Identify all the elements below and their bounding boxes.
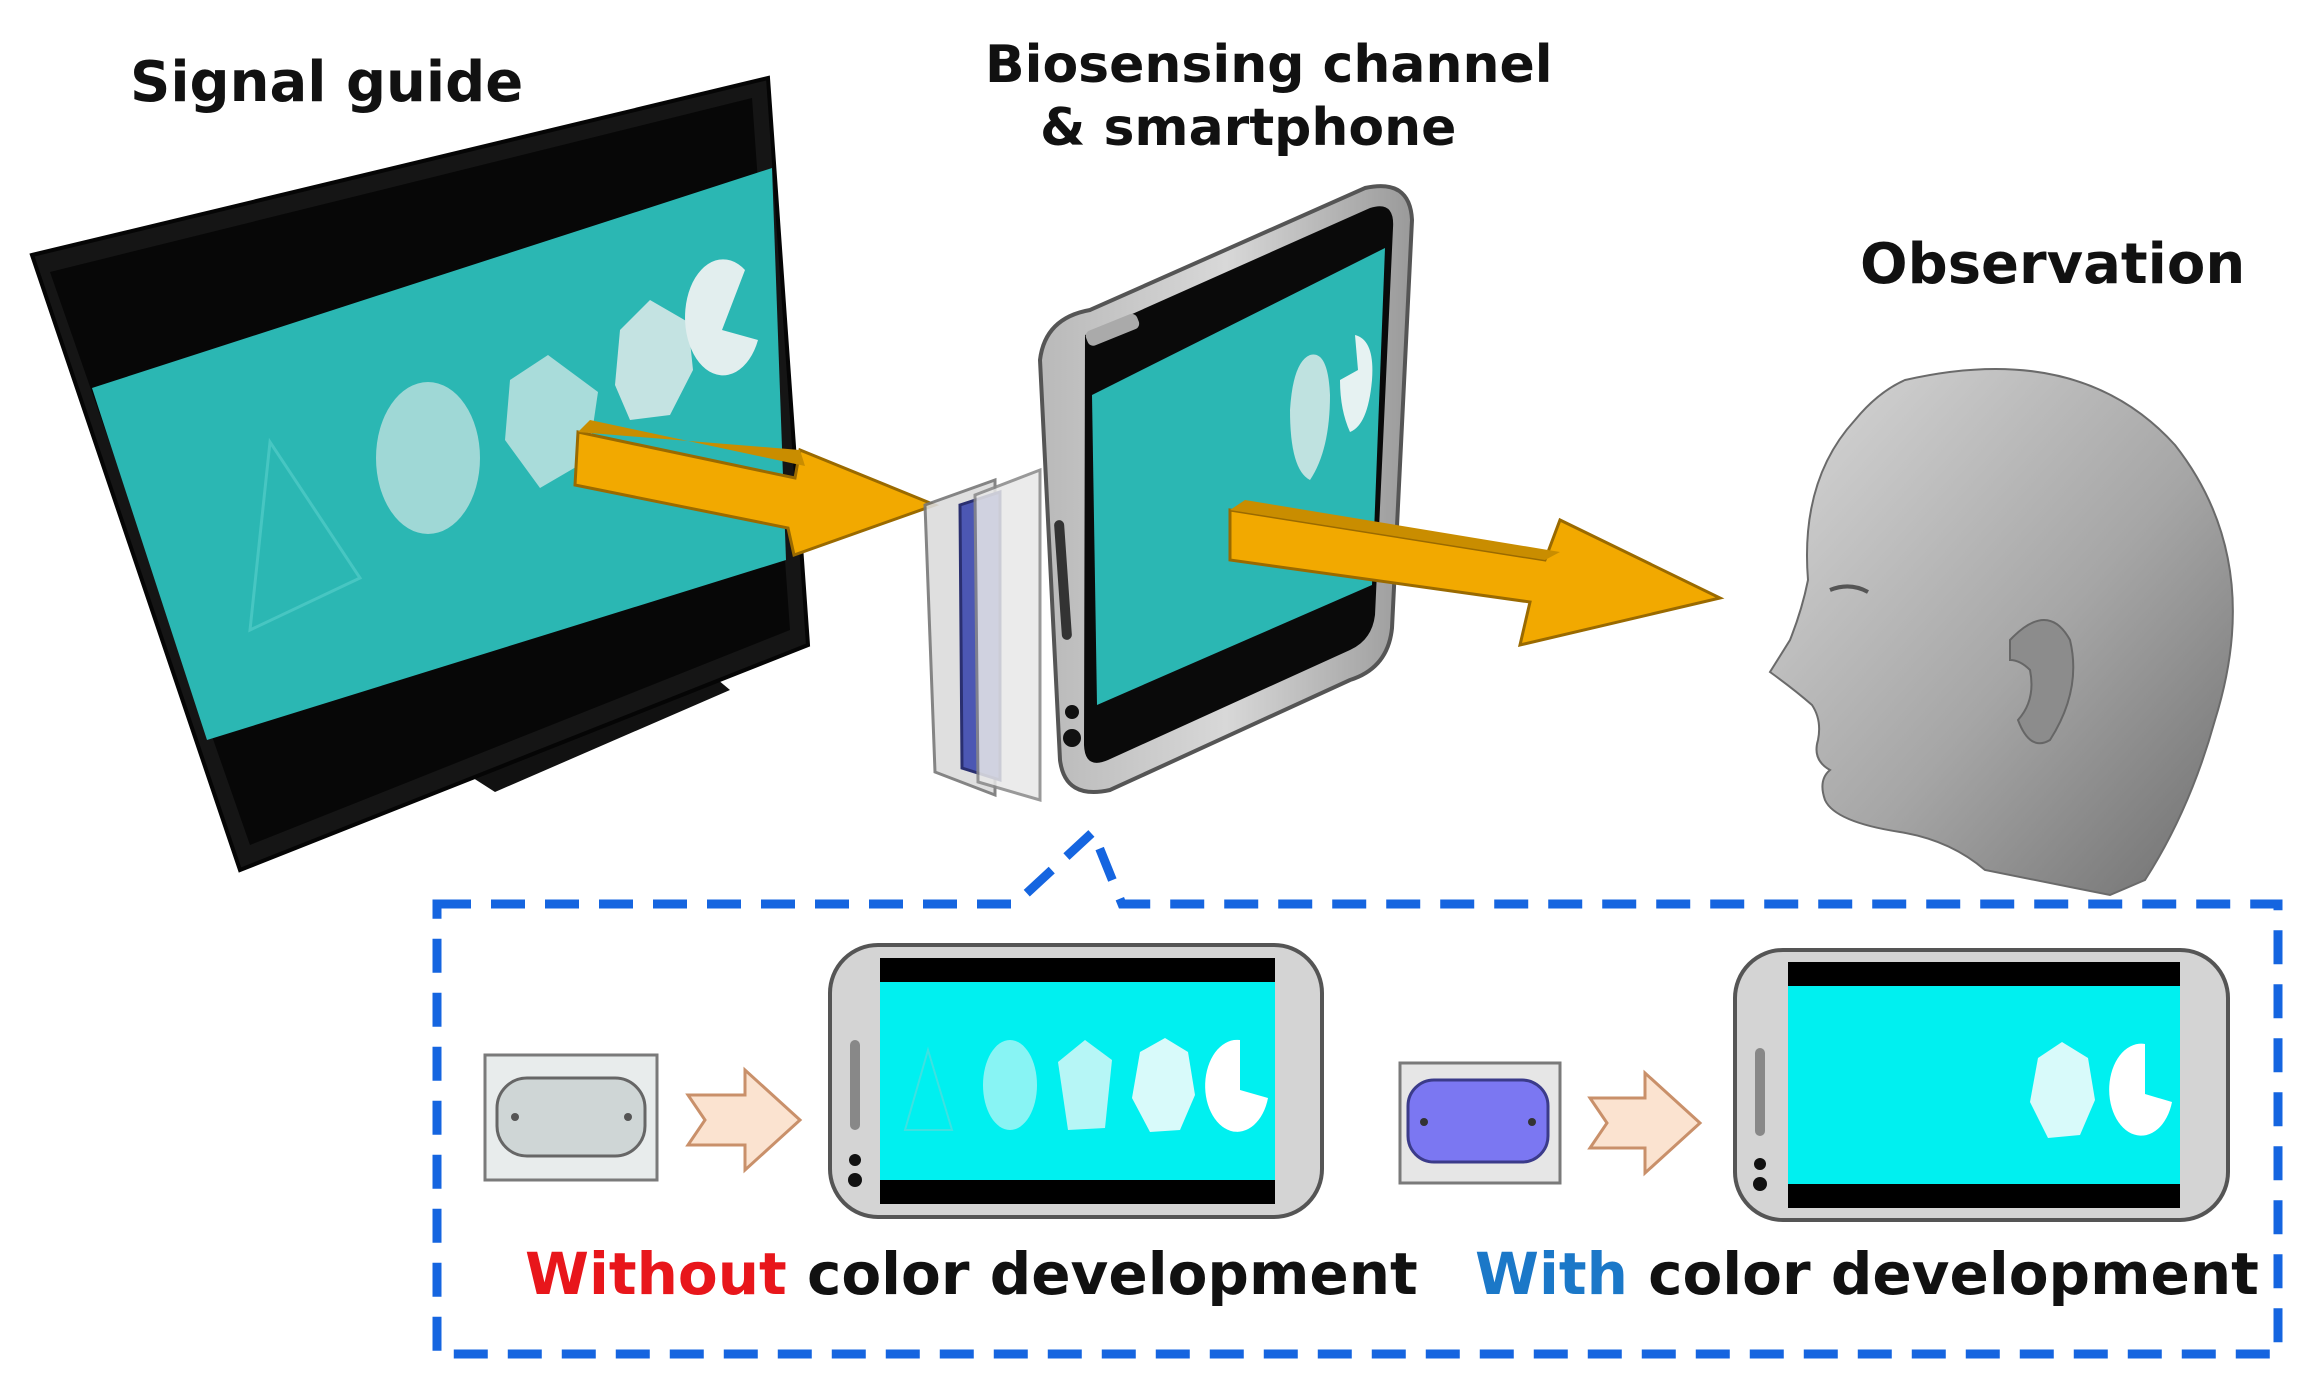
triangle-shape: [903, 1046, 954, 1131]
with-keyword: With: [1475, 1240, 1628, 1308]
biosensing-chip-icon: [923, 467, 1042, 802]
pacman-shape: [1205, 1039, 1268, 1132]
smartphone-icon: [1037, 184, 1415, 794]
signal-guide-label: Signal guide: [130, 50, 524, 115]
circle-shape: [983, 1040, 1037, 1130]
monitor-icon: [29, 75, 811, 873]
pentagon-shape: [505, 355, 598, 488]
without-rest: color development: [786, 1240, 1418, 1308]
heptagon-shape: [2030, 1042, 2095, 1138]
heptagon-shape: [1132, 1038, 1195, 1132]
pacman-shape: [2109, 1043, 2172, 1136]
smartphone-with-color-icon: [1733, 948, 2230, 1222]
without-color-caption: Without color development: [525, 1240, 1418, 1308]
without-keyword: Without: [525, 1240, 787, 1308]
pentagon-shape: [1058, 1040, 1112, 1130]
observation-label: Observation: [1860, 232, 2246, 297]
with-rest: color development: [1627, 1240, 2259, 1308]
detail-callout-box: [432, 824, 2283, 1359]
smartphone-without-color-icon: [828, 943, 1324, 1219]
heptagon-shape: [615, 300, 693, 420]
triangle-shape: [248, 437, 363, 633]
human-head-icon: [1768, 367, 2234, 897]
flow-arrow-icon: [573, 420, 940, 557]
outline-arrow-icon: [1587, 1069, 1703, 1177]
channel-without-color-icon: [483, 1053, 659, 1182]
channel-with-color-icon: [1398, 1061, 1562, 1185]
circle-shape: [376, 382, 480, 534]
with-color-caption: With color development: [1475, 1240, 2259, 1308]
flow-arrow-icon: [1228, 500, 1725, 648]
pacman-shape: [1340, 335, 1373, 432]
heptagon-shape: [1290, 354, 1330, 480]
pacman-shape: [685, 259, 758, 376]
outline-arrow-icon: [685, 1066, 803, 1174]
biosensing-label-line2: & smartphone: [1040, 98, 1457, 158]
biosensing-label-line1: Biosensing channel: [985, 35, 1553, 95]
